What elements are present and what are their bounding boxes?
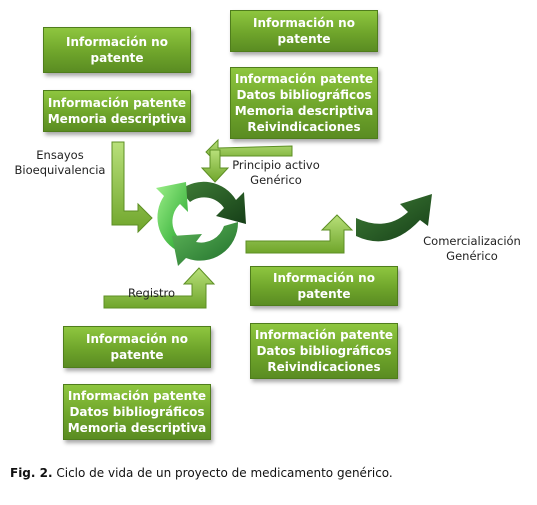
label-comercializacion-generico: Comercialización Genérico	[416, 234, 528, 264]
arrow-cycle-to-comercial	[245, 214, 354, 254]
box-line: Memoria descriptiva	[67, 421, 207, 435]
box-line: Información no	[66, 35, 168, 49]
arrow-registro-to-cycle	[103, 267, 216, 309]
label-line: Bioequivalencia	[14, 163, 106, 177]
box-line: Información no	[253, 16, 355, 30]
label-line: Ensayos	[36, 148, 84, 162]
box-top-left-info-no-patente: Información no patente	[43, 27, 191, 73]
box-top-right-info-no-patente: Información no patente	[230, 10, 378, 52]
box-line: patente	[297, 287, 351, 301]
label-principio-activo: Principio activo Genérico	[226, 158, 326, 188]
box-mid-right-info-no-patente: Información no patente	[250, 266, 398, 306]
figure-caption: Fig. 2. Ciclo de vida de un proyecto de …	[10, 466, 393, 480]
box-line: Datos bibliográficos	[256, 344, 392, 358]
label-line: Principio activo	[232, 158, 320, 172]
cycle-arrow-top-dark	[180, 181, 246, 224]
box-line: Reivindicaciones	[267, 360, 381, 374]
label-ensayos-bioequivalencia: Ensayos Bioequivalencia	[10, 148, 110, 178]
box-line: Información patente	[254, 328, 394, 342]
box-line: Datos bibliográficos	[69, 405, 205, 419]
label-line: Genérico	[446, 249, 498, 263]
box-line: Información patente	[67, 389, 207, 403]
label-line: Genérico	[250, 173, 302, 187]
box-top-left-info-patente: Información patente Memoria descriptiva	[43, 90, 191, 132]
caption-fig-number: Fig. 2.	[10, 466, 53, 480]
label-line: Comercialización	[423, 234, 521, 248]
box-mid-right-info-patente: Información patente Datos bibliográficos…	[250, 323, 398, 379]
arrow-principio-stem	[200, 149, 230, 183]
box-line: Información no	[86, 332, 188, 346]
box-bottom-left-info-no-patente: Información no patente	[63, 326, 211, 368]
cycle-icon	[156, 181, 246, 266]
box-line: patente	[110, 348, 164, 362]
box-line: patente	[90, 51, 144, 65]
cycle-arrow-bottom-mid	[172, 222, 239, 266]
box-line: Memoria descriptiva	[234, 104, 374, 118]
caption-text: Ciclo de vida de un proyecto de medicame…	[56, 466, 393, 480]
box-line: Datos bibliográficos	[236, 88, 372, 102]
box-top-right-info-patente: Información patente Datos bibliográficos…	[230, 67, 378, 139]
box-bottom-left-info-patente: Información patente Datos bibliográficos…	[63, 384, 211, 440]
box-line: Información patente	[47, 96, 187, 110]
box-line: patente	[277, 32, 331, 46]
box-line: Información no	[273, 271, 375, 285]
comercial-arrow-icon	[356, 194, 432, 242]
box-line: Información patente	[234, 72, 374, 86]
box-line: Reivindicaciones	[247, 120, 361, 134]
box-line: Memoria descriptiva	[47, 112, 187, 126]
label-registro: Registro	[128, 286, 176, 300]
cycle-arrow-left-light	[156, 182, 188, 250]
arrow-ensayos-to-cycle	[111, 141, 153, 234]
